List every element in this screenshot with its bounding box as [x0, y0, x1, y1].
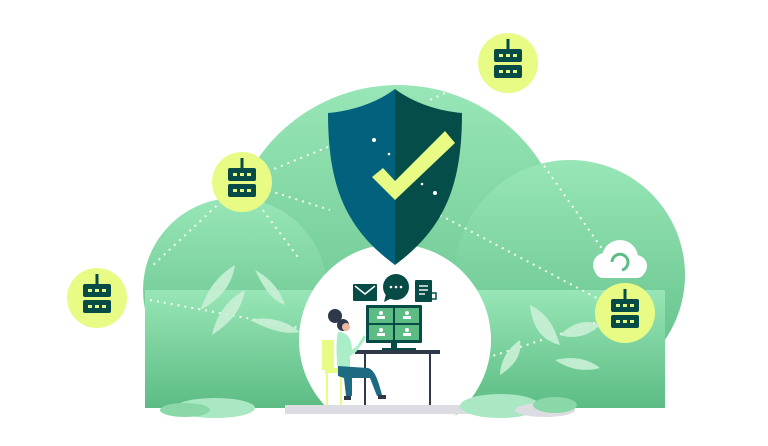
- desk: [355, 350, 440, 406]
- server-node-icon: [212, 152, 272, 212]
- person-working: [328, 309, 386, 400]
- chat-bubble-icon: [383, 274, 409, 302]
- document-icon: [415, 280, 437, 302]
- server-node-icon: [478, 33, 538, 93]
- cloud-icon: [593, 240, 647, 278]
- server-node-icon: [595, 283, 655, 343]
- chair: [322, 340, 345, 405]
- server-node-icon: [67, 268, 127, 328]
- video-call-monitor-icon: [366, 305, 422, 351]
- shield-check-icon: [328, 89, 462, 265]
- plant-leaves: [200, 265, 600, 375]
- ground: [160, 394, 577, 418]
- mail-icon: [353, 284, 377, 301]
